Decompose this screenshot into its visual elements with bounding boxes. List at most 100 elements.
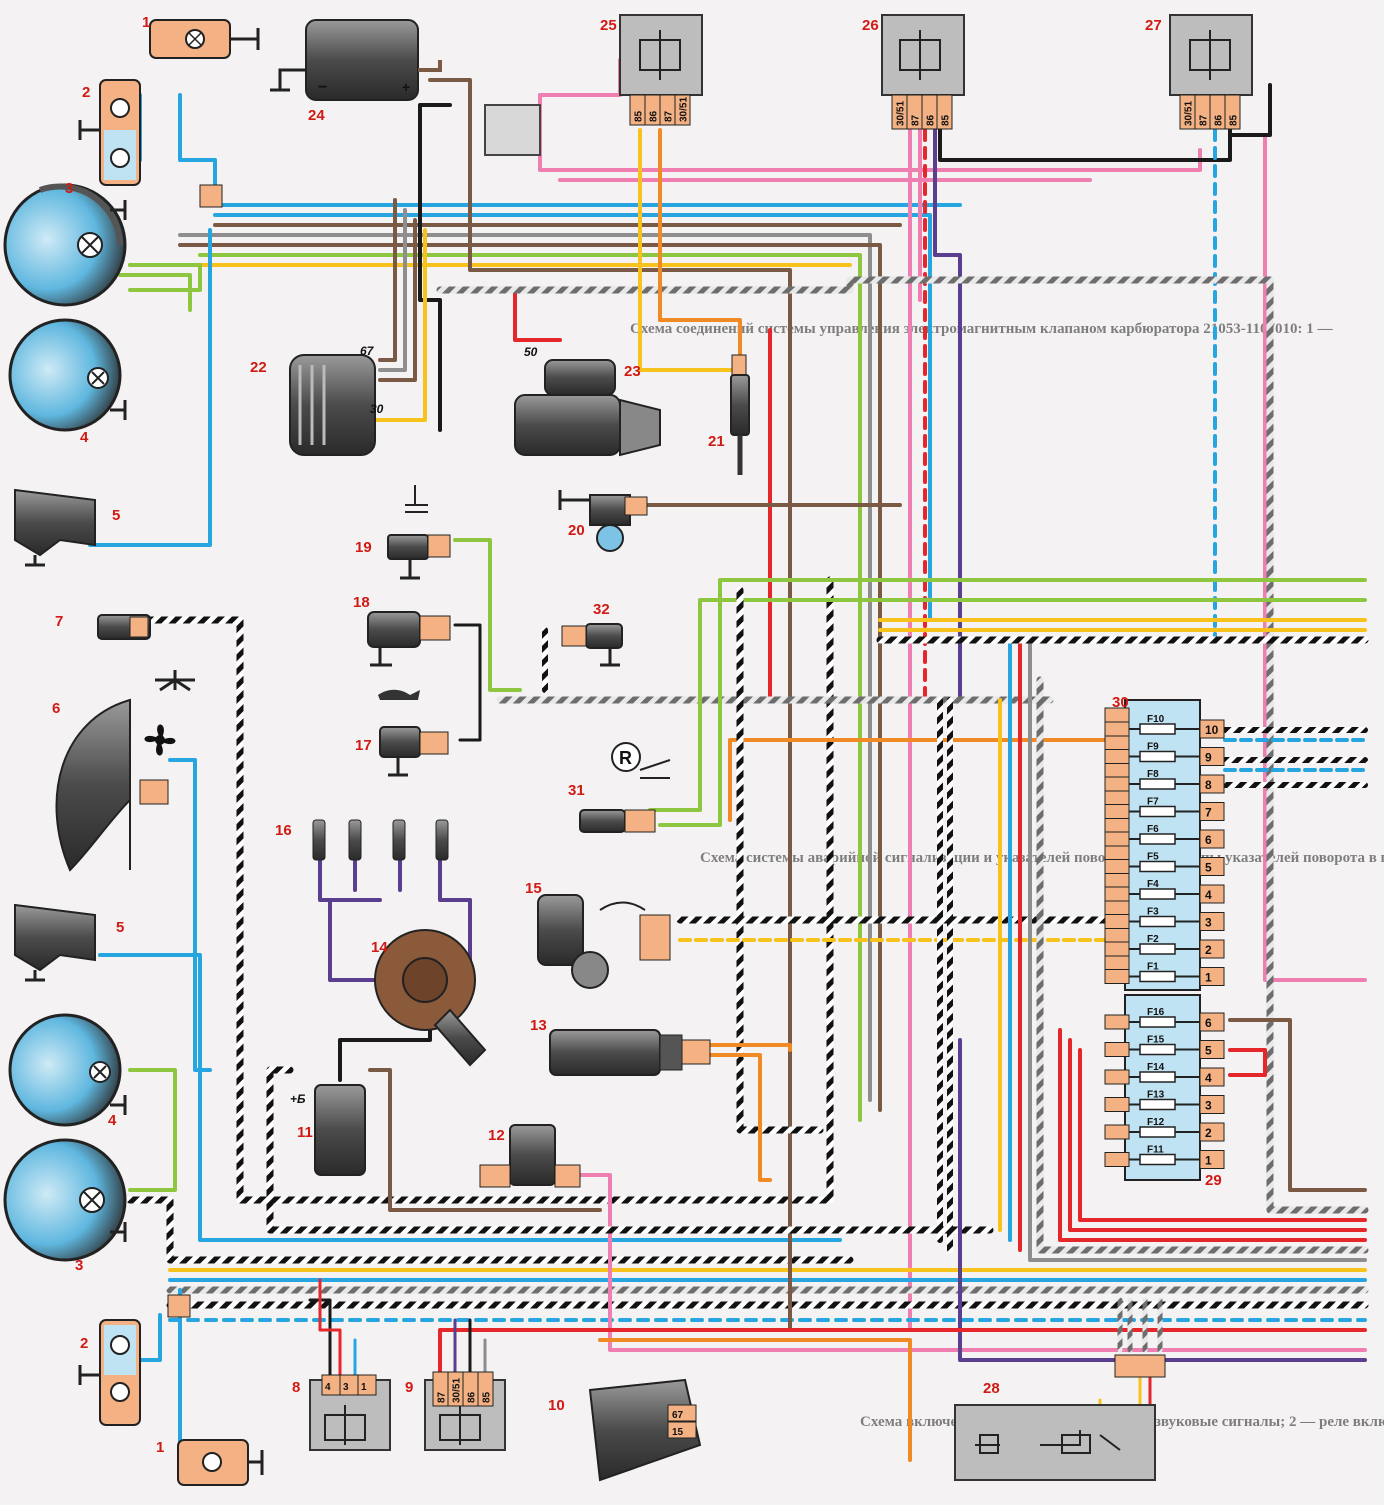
label-15: 15	[525, 880, 542, 897]
fuse-label: F11	[1147, 1145, 1164, 1156]
fuse-left-cell	[1104, 749, 1130, 764]
oil-can-icon	[378, 689, 420, 700]
fuse-left-cell	[1104, 886, 1130, 902]
label-10: 10	[548, 1397, 565, 1414]
fuse-element-icon	[1139, 723, 1176, 735]
fuse-pin-cell	[1199, 939, 1225, 959]
fuse-pin-label: 5	[1205, 1044, 1212, 1058]
reverse-label: R	[619, 748, 632, 768]
fan-icon	[144, 724, 176, 756]
fuse-label: F4	[1147, 879, 1159, 890]
coil-terminal-label: +Б	[290, 1092, 306, 1106]
starter-23: 50	[514, 345, 661, 457]
label-31: 31	[568, 782, 585, 799]
fuse-pin-cell	[1199, 829, 1225, 849]
label-21: 21	[708, 433, 725, 450]
fuse-element-icon	[1139, 805, 1176, 818]
headlamp-4-top	[8, 318, 127, 432]
label-2-bottom: 2	[80, 1335, 88, 1352]
label-2-top: 2	[82, 84, 90, 101]
label-22: 22	[250, 359, 267, 376]
label-5-bottom: 5	[116, 919, 124, 936]
sensor-7	[97, 614, 151, 640]
relay-pin-label: 85	[482, 1391, 493, 1403]
fuse-element-icon	[1139, 1126, 1176, 1138]
relay-pin-label: 85	[634, 110, 645, 122]
headlamp-4-bottom	[8, 1013, 127, 1127]
label-17: 17	[355, 737, 372, 754]
label-23: 23	[624, 363, 641, 380]
fuse-label: F14	[1147, 1062, 1165, 1073]
side-lamp-1-top	[149, 19, 260, 59]
fuse-label: F16	[1147, 1007, 1165, 1018]
label-4-bottom: 4	[108, 1112, 117, 1129]
caption-1: Схема соединений системы управления элек…	[630, 321, 1333, 337]
relay-pin-label: 4	[325, 1382, 331, 1393]
fuse-element-icon	[1139, 1153, 1176, 1166]
label-32: 32	[593, 601, 610, 618]
fuse-pin-label: 2	[1205, 1126, 1212, 1140]
label-8: 8	[292, 1379, 300, 1396]
reverse-icon	[611, 742, 641, 772]
fuse-label: F8	[1147, 769, 1159, 780]
relay-pin-cell	[936, 94, 953, 130]
fuse-element-icon	[1139, 860, 1176, 873]
relay-pin-cell	[357, 1374, 377, 1396]
label-29: 29	[1205, 1172, 1222, 1189]
label-1-bottom: 1	[156, 1439, 164, 1456]
fuse-pin-cell	[1199, 719, 1225, 739]
fuse-element-icon	[1139, 943, 1176, 955]
fuse-pin-label: 1	[1205, 1154, 1212, 1168]
turn-lamp-2-top	[78, 79, 141, 186]
fuse-pin-label: 4	[1205, 888, 1212, 902]
fuse-left-cell	[1104, 859, 1130, 874]
fuse-label: F13	[1147, 1090, 1165, 1101]
fuse-left-cell	[1104, 1014, 1130, 1030]
fuse-element-icon	[1139, 1016, 1176, 1028]
label-3-bottom: 3	[75, 1257, 83, 1274]
fuse-left-cell	[1104, 914, 1130, 929]
label-3-top: 3	[65, 180, 73, 197]
label-16: 16	[275, 822, 292, 839]
fuse-pin-cell	[1199, 1122, 1225, 1142]
fuse-label: F12	[1147, 1117, 1165, 1128]
label-25: 25	[600, 17, 617, 34]
fuse-element-icon	[1139, 1098, 1176, 1111]
relay-pin-label: 1	[361, 1382, 367, 1393]
wires	[88, 58, 1369, 1462]
mount-block-icon	[484, 104, 541, 156]
fuse-left-cell	[1104, 776, 1130, 792]
fuse-label: F5	[1147, 852, 1159, 863]
headlamp-3-top	[3, 183, 127, 307]
fuse-pin-cell	[1199, 912, 1225, 931]
fuse-label: F1	[1147, 962, 1159, 973]
fuse-label: F2	[1147, 934, 1159, 945]
label-14: 14	[371, 939, 388, 956]
relay-pin-label: 30/51	[452, 1378, 463, 1403]
relay-12	[479, 1124, 581, 1188]
fuse-pin-label: 6	[1205, 1016, 1212, 1030]
alternator-terminal-67: 67	[360, 344, 375, 358]
relay-pin-label: 30/51	[1184, 101, 1195, 126]
component-numbers: 1 2 3 4 5 6 7 5 4 3 2 1 8 9 10 11 12 13 …	[52, 14, 1222, 1456]
fuse-label: F6	[1147, 824, 1159, 835]
relay-pin-label: 86	[926, 114, 937, 126]
fuse-element-icon	[1139, 1043, 1176, 1056]
fuse-pin-cell	[1199, 774, 1225, 794]
relay-pin-cell	[477, 1371, 494, 1407]
fuse-element-icon	[1139, 750, 1176, 763]
temp-sensor-19	[387, 485, 451, 580]
fuse-pin-label: 5	[1205, 861, 1212, 875]
battery: − +	[270, 19, 442, 101]
fuse-pin-label: 9	[1205, 751, 1212, 765]
connector-28	[954, 1354, 1166, 1481]
starter-terminal-50: 50	[524, 345, 538, 359]
regulator-pin-cell	[667, 1421, 697, 1439]
